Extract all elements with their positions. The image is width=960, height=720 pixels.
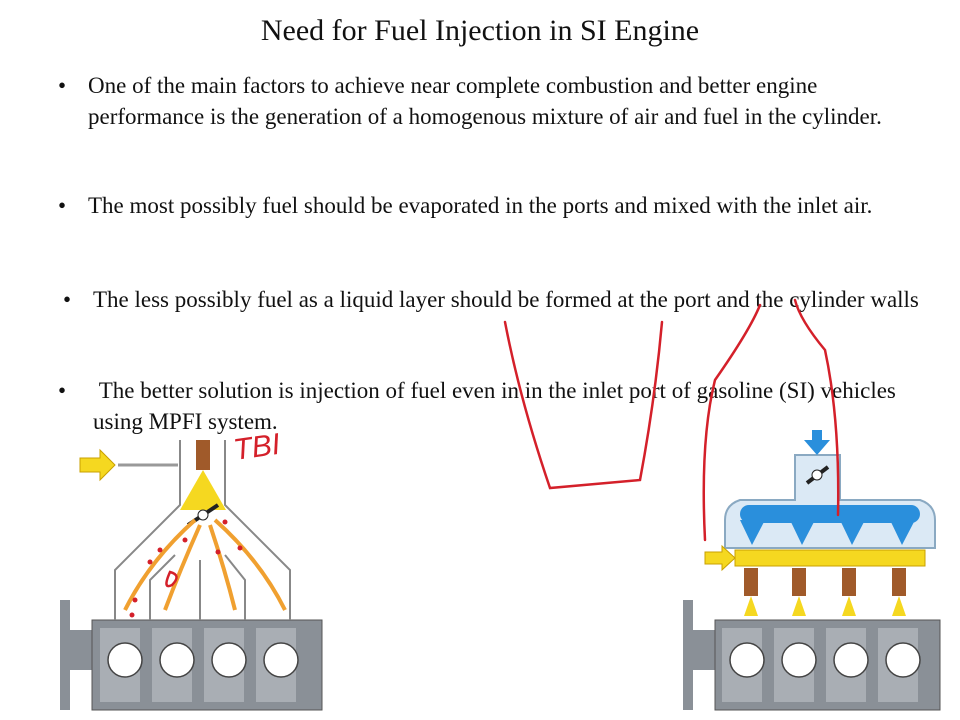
bullet-text: One of the main factors to achieve near … [88,73,882,129]
annotation-stroke [503,320,664,490]
fuel-flow-arrow [123,518,197,611]
cylinder-1-right [729,642,765,678]
annotation-stroke [793,298,840,517]
mpfi-injector [892,568,906,596]
cylinder-2-left [159,642,195,678]
cylinder-3-right [833,642,869,678]
bullet-text: The better solution is injection of fuel… [93,378,902,434]
fuel-flow-arrow [213,518,287,611]
bullet-point-2: • The most possibly fuel should be evapo… [58,190,888,221]
bullet-point-1: • One of the main factors to achieve nea… [58,70,888,132]
fuel-spray-cone [180,470,226,510]
cylinder-4-left [263,642,299,678]
pulley-right [683,600,693,710]
air-inlet-arrow-down [804,430,830,455]
mpfi-injector [792,568,806,596]
mpfi-injector [744,568,758,596]
cylinder-2-right [781,642,817,678]
air-inlet-arrow-left [79,448,116,482]
bullet-marker: • [63,287,72,312]
annotation-stroke [702,303,762,542]
bullet-marker: • [58,73,67,98]
slide-title: Need for Fuel Injection in SI Engine [260,14,700,47]
fuel-flow-arrow [208,524,237,611]
pulley-left [60,600,70,710]
manifold-outline-left [114,440,291,620]
bullet-marker: • [58,193,67,218]
pulley-hub-left [70,630,92,670]
bullet-marker: • [58,378,67,403]
bullet-text: The most possibly fuel should be evapora… [88,193,873,218]
bullet-point-3: • The less possibly fuel as a liquid lay… [63,284,923,315]
annotation-stroke [165,570,178,588]
bullet-text: The less possibly fuel as a liquid layer… [93,287,919,312]
cylinder-3-left [211,642,247,678]
cylinder-4-right [885,642,921,678]
mpfi-injector [842,568,856,596]
fuel-inlet-arrow [704,544,736,572]
cylinder-1-left [107,642,143,678]
tbi-injector [196,440,210,470]
bullet-point-4: • The better solution is injection of fu… [58,375,933,437]
intake-plenum [724,454,936,549]
air-flow-arrows [740,505,920,545]
tbi-handwritten-label: TBI [231,428,282,467]
fuel-flow-arrow [163,524,202,611]
